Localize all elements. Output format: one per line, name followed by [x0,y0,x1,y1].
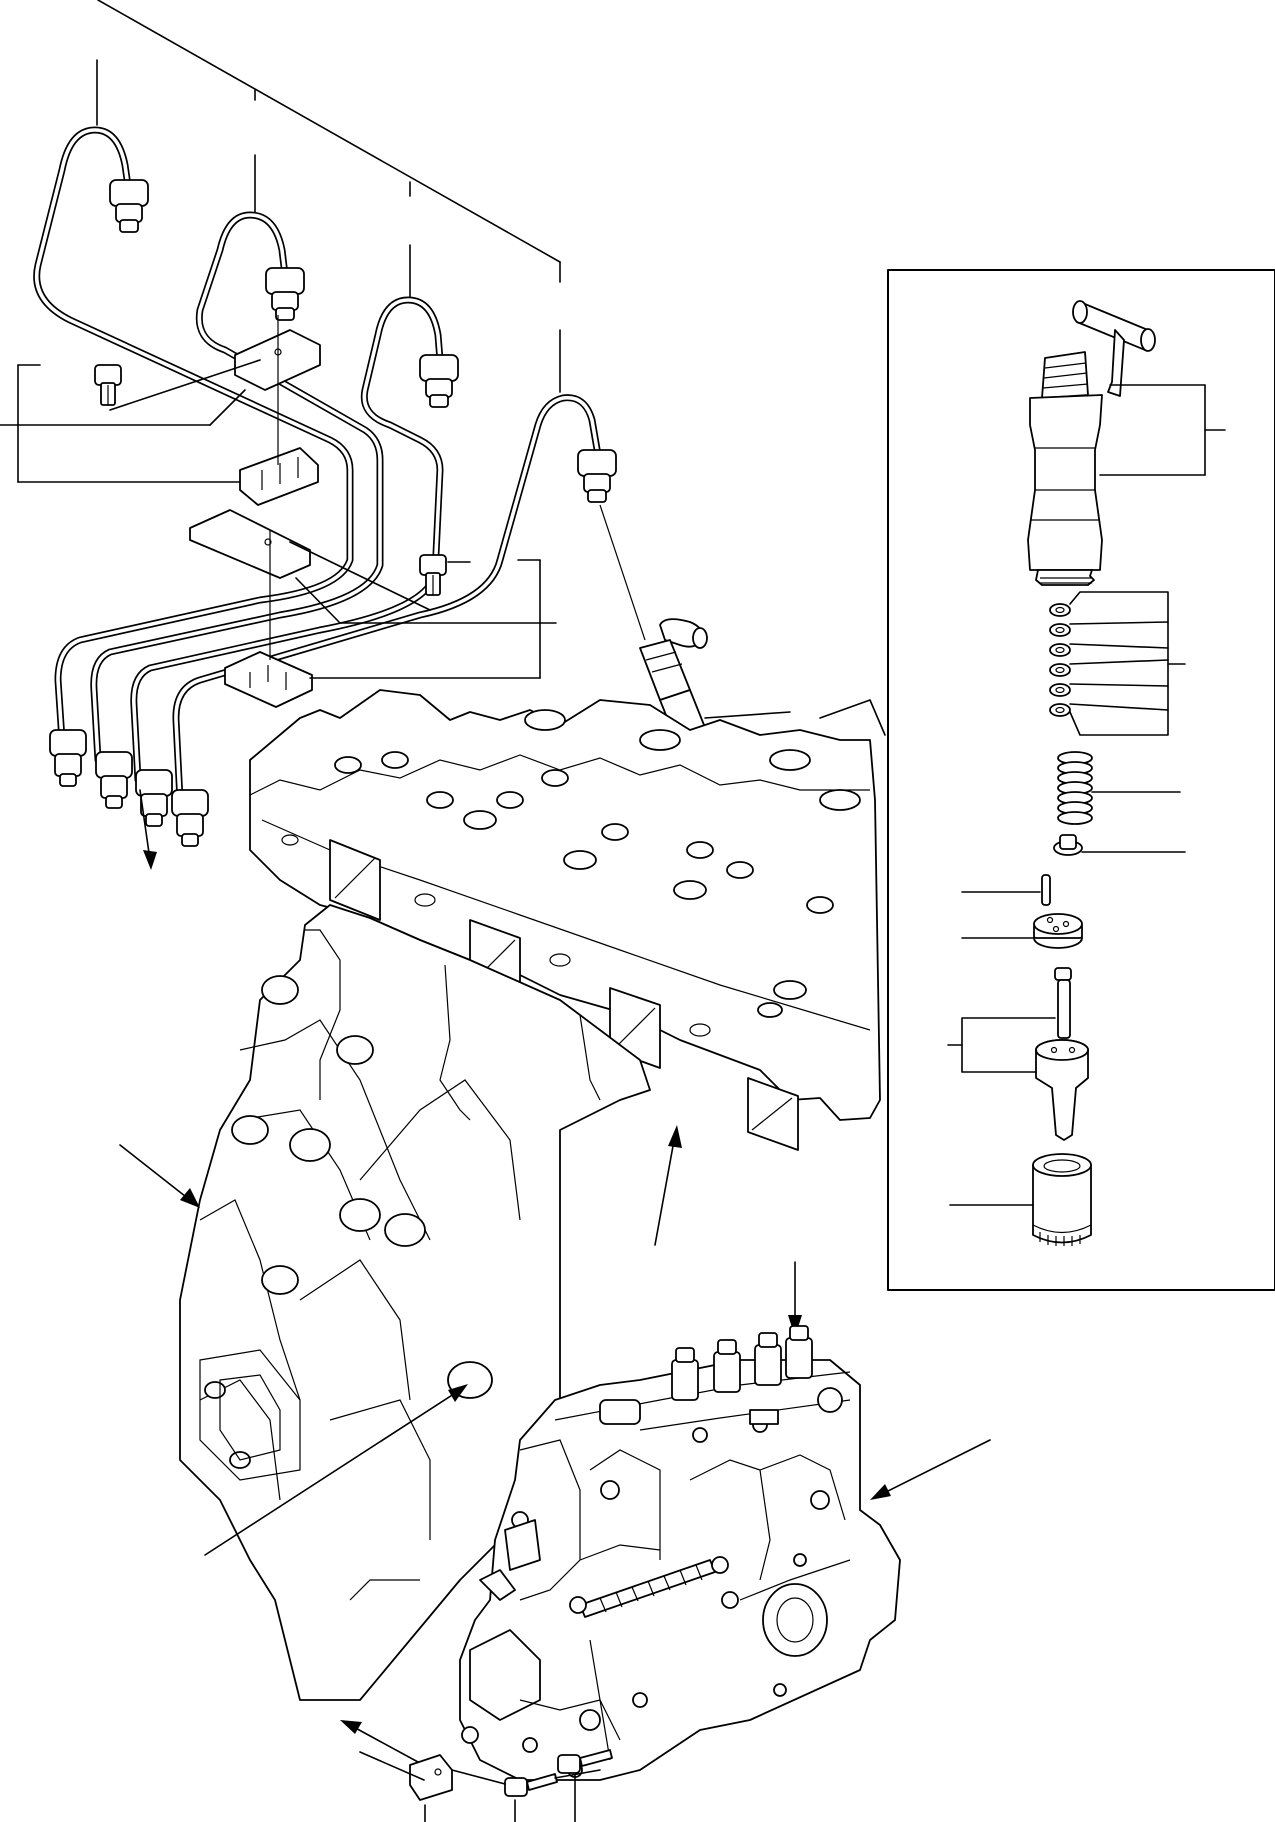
pipe-clamp-icon [190,330,320,707]
bracket-leaders [360,1752,600,1822]
dowel-pin-icon [1042,875,1050,905]
bracket-arrow [340,1720,418,1762]
leak-off-connector-icon [1073,301,1155,396]
mounting-bracket-icon [410,1755,452,1800]
spacer-plate-icon [1034,914,1082,948]
shim-washer-icon [1050,604,1070,716]
lower-pipe-arrow [140,790,157,870]
fuel-injection-lines-icon [37,130,616,846]
pipe-nut-icon [50,730,86,786]
spring-icon [1058,752,1092,824]
pipe-nut-icon [96,752,132,808]
injector-detail-box [888,270,1275,1290]
spring-seat-icon [1054,835,1082,855]
detail-pointer [705,700,885,735]
cap-screw-icon [558,1750,612,1773]
pipe-nut-icon [110,180,148,232]
top-leader-lines [97,0,560,392]
shim-leaders [1070,592,1185,735]
injector-body-icon [1028,352,1102,585]
pipe-nut-icon [578,450,616,502]
nozzle-leaders [948,1018,1055,1072]
delivery-valve-icon [672,1326,812,1400]
nozzle-retaining-nut-icon [1033,1154,1091,1246]
cylinder-head-icon [250,690,880,1150]
cap-screw-icon [420,555,446,595]
clamp-leaders [0,315,556,678]
cap-screw-icon [95,365,121,405]
cap-screw-icon [505,1774,557,1796]
pipe-nut-icon [136,770,172,826]
block-arrows [120,1125,682,1555]
pipe-nut-icon [420,355,458,407]
nozzle-assembly-icon [1036,968,1088,1140]
pipe-nut-icon [172,790,208,846]
fuel-injection-pump-icon [460,1262,990,1780]
pipe-nut-icon [266,268,304,320]
